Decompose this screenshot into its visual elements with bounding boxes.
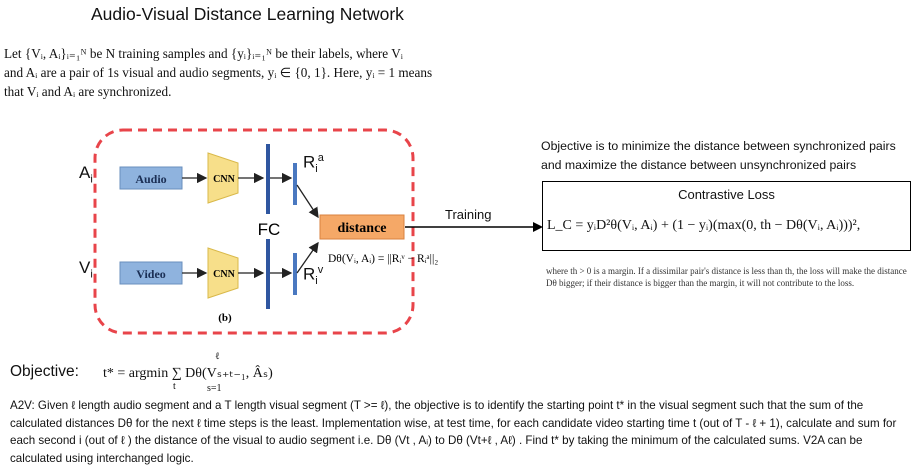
- margin-note: where th > 0 is a margin. If a dissimila…: [546, 266, 907, 288]
- video-embedding-to-distance-arrow: [296, 241, 319, 274]
- dashed-network-border: [93, 128, 415, 335]
- network-diagram: Audio CNN Video CNN FC distance Dθ(Vᵢ, A…: [93, 128, 438, 335]
- training-label: Training: [445, 207, 492, 222]
- objective-label: Objective:: [10, 363, 79, 380]
- distance-formula: Dθ(Vᵢ, Aᵢ) = ||Rᵢᵛ − Rᵢᵃ||₂: [328, 253, 438, 265]
- audio-box-label: Audio: [135, 172, 166, 186]
- embedding-bar-audio: [293, 163, 297, 205]
- audio-embedding-label: Ria: [303, 152, 324, 176]
- intro-paragraph: Let {Vᵢ, Aᵢ}ᵢ₌₁ᴺ be N training samples a…: [4, 44, 514, 101]
- video-input-label: Vi: [79, 258, 93, 281]
- audio-input-label: Ai: [79, 163, 93, 186]
- distance-box: [319, 214, 405, 240]
- intro-line-2: and Aᵢ are a pair of 1s visual and audio…: [4, 65, 433, 80]
- contrastive-loss-formula: L_C = yᵢD²θ(Vᵢ, Aᵢ) + (1 − yᵢ)(max(0, th…: [547, 218, 861, 233]
- diagram-caption: (b): [218, 312, 232, 324]
- video-box-label: Video: [136, 267, 166, 281]
- contrastive-loss-title: Contrastive Loss: [678, 187, 775, 202]
- distance-box-label: distance: [338, 221, 387, 236]
- fc-label: FC: [258, 220, 281, 239]
- video-embedding-label: Riv: [303, 264, 324, 288]
- cnn-bottom-label: CNN: [213, 269, 235, 280]
- training-arrow: [405, 222, 543, 232]
- audio-embedding-to-distance-arrow: [296, 184, 319, 219]
- a2v-description: A2V: Given ℓ length audio segment and a …: [10, 399, 897, 465]
- fc-bar-bottom: [266, 239, 270, 309]
- objective-note: Objective is to minimize the distance be…: [541, 139, 896, 172]
- cnn-top-block: [207, 152, 239, 204]
- sum-upper-limit: ℓ: [215, 351, 220, 362]
- argmin-subscript: t: [173, 381, 176, 392]
- intro-line-1: Let {Vᵢ, Aᵢ}ᵢ₌₁ᴺ be N training samples a…: [4, 46, 403, 61]
- intro-line-3: that Vᵢ and Aᵢ are synchronized.: [4, 84, 172, 99]
- contrastive-loss-box: Contrastive Loss L_C = yᵢD²θ(Vᵢ, Aᵢ) + (…: [542, 181, 911, 251]
- cnn-top-label: CNN: [213, 174, 235, 185]
- objective-equation: t* = argmin ∑ Dθ(Vₛ₊ₜ₋₁, Âₛ): [103, 366, 273, 381]
- fc-bar-top: [266, 144, 270, 214]
- cnn-bottom-block: [207, 247, 239, 299]
- sum-lower-limit: s=1: [207, 383, 222, 394]
- page-title: Audio-Visual Distance Learning Network: [91, 4, 404, 24]
- embedding-bar-video: [293, 253, 297, 295]
